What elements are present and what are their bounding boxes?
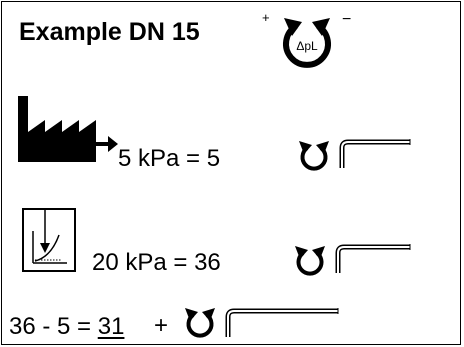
- hex-key-icon: [335, 244, 411, 273]
- page-title: Example DN 15: [19, 18, 200, 46]
- right-arrow-icon: [96, 136, 118, 152]
- factory-icon: [18, 96, 96, 162]
- pressure-diagram-icon: [22, 208, 76, 272]
- clockwise-turn-icon: [185, 308, 215, 338]
- dial-minus-sign: −: [342, 11, 352, 28]
- counterclockwise-turn-icon: [295, 246, 325, 276]
- step-3-expression: 36 - 5 = 31: [9, 313, 124, 341]
- step-2-text: 20 kPa = 36: [92, 249, 221, 276]
- step-1-text: 5 kPa = 5: [118, 145, 221, 172]
- step-3-equation: 36 - 5 =: [9, 313, 98, 340]
- counterclockwise-turn-icon: [299, 141, 329, 171]
- hex-key-icon: [339, 139, 411, 168]
- step-3-plus: +: [154, 312, 169, 339]
- dial-icon: ΔpL: [283, 18, 331, 68]
- step-3-result: 31: [97, 313, 125, 340]
- dial-label: ΔpL: [296, 39, 318, 53]
- hex-key-icon: [225, 308, 339, 337]
- dial-plus-sign: +: [262, 10, 270, 25]
